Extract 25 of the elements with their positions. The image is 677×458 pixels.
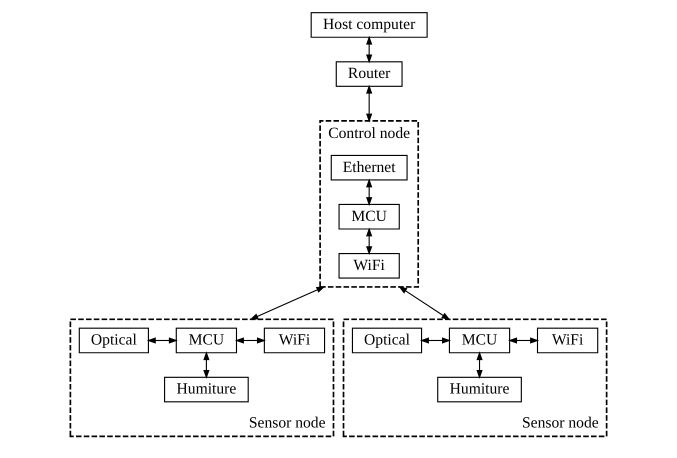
node-box: WiFi bbox=[264, 328, 326, 354]
arrow bbox=[249, 286, 326, 320]
arrow bbox=[366, 36, 372, 64]
arrow bbox=[366, 178, 372, 206]
arrow bbox=[366, 84, 372, 123]
node-box: Humiture bbox=[164, 376, 249, 402]
arrow bbox=[234, 337, 266, 344]
arrow bbox=[476, 351, 483, 379]
node-box: MCU bbox=[338, 204, 400, 230]
arrow bbox=[398, 286, 450, 320]
node-box: Optical bbox=[78, 328, 149, 354]
arrow bbox=[508, 337, 540, 344]
arrow bbox=[146, 337, 178, 344]
node-box: Router bbox=[336, 61, 403, 87]
arrow bbox=[203, 351, 210, 379]
node-box: MCU bbox=[448, 328, 510, 354]
node-box: Ethernet bbox=[330, 154, 408, 180]
node-box: Host computer bbox=[310, 12, 428, 38]
node-box: MCU bbox=[176, 328, 238, 354]
node-box: Optical bbox=[352, 328, 422, 354]
node-box: WiFi bbox=[536, 328, 598, 354]
node-box: Humiture bbox=[437, 376, 522, 402]
arrow bbox=[366, 228, 372, 256]
node-box: WiFi bbox=[338, 252, 400, 279]
arrow bbox=[420, 337, 451, 344]
